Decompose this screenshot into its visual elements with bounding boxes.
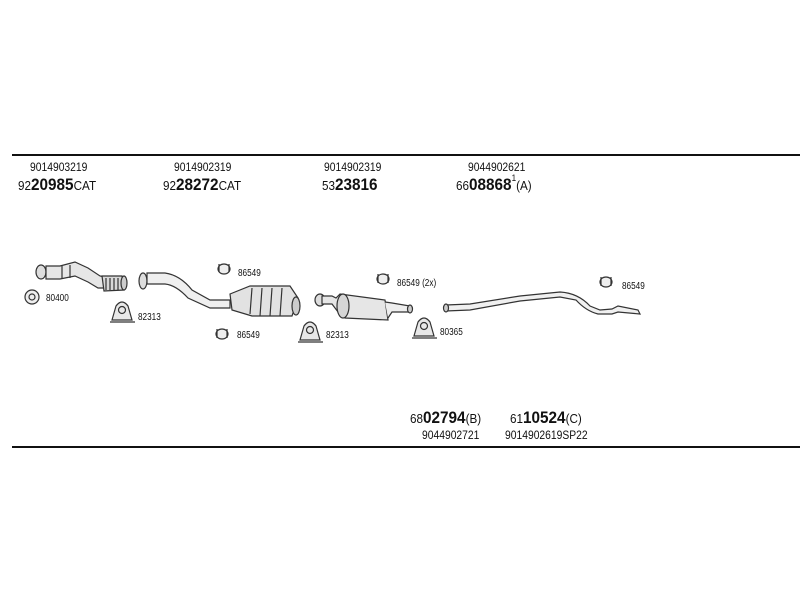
bottom-rule [12,446,800,448]
top-rule [12,154,800,156]
part-suffix: CAT [73,178,97,193]
oem-number-6: 9014902619SP22 [505,428,588,442]
part-prefix: 92 [163,178,177,193]
oem-number-3: 9014902319 [324,160,382,174]
part-superscript: 1 [511,173,517,183]
catalytic-converter-drawing[interactable] [138,272,301,317]
part-code: 23816 [335,175,378,194]
oem-number-2: 9014902319 [174,160,232,174]
label-80365: 80365 [440,327,463,338]
middle-silencer-drawing[interactable] [314,293,414,321]
part-number-3[interactable]: 5323816 [322,175,378,195]
part-code: 02794 [423,408,466,427]
oem-number-1: 9014903219 [30,160,88,174]
part-suffix: (B) [465,411,482,426]
label-86549-upper: 86549 [238,268,261,279]
rear-pipe-drawing[interactable] [442,291,642,315]
part-prefix: 61 [510,411,524,426]
u-clamp-82313-b-drawing[interactable] [298,321,323,343]
part-prefix: 53 [322,178,336,193]
part-suffix: (A) [516,178,532,193]
label-86549-rear: 86549 [622,281,645,292]
ring-clamp-80400-drawing[interactable] [24,289,40,305]
label-86549-lower: 86549 [237,330,260,341]
rubber-mount-86549-c-drawing[interactable] [599,276,613,288]
front-pipe-drawing[interactable] [35,261,128,292]
part-number-4[interactable]: 66088681(A) [456,173,532,195]
u-clamp-82313-drawing[interactable] [110,301,135,323]
part-code: 20985 [31,175,74,194]
oem-number-5: 9044902721 [422,428,480,442]
rubber-mount-86549-a-drawing[interactable] [217,263,231,275]
part-number-2[interactable]: 9228272CAT [163,175,241,195]
part-number-5[interactable]: 6802794(B) [410,408,481,428]
part-prefix: 68 [410,411,424,426]
part-code: 10524 [523,408,566,427]
part-prefix: 92 [18,178,32,193]
part-code: 28272 [176,175,219,194]
part-suffix: (C) [565,411,582,426]
part-number-1[interactable]: 9220985CAT [18,175,96,195]
rubber-mount-86549-b-drawing[interactable] [215,328,229,340]
part-code: 08868 [469,175,512,194]
u-clamp-80365-drawing[interactable] [412,317,437,339]
label-82313-left: 82313 [138,312,161,323]
part-suffix: CAT [218,178,242,193]
part-prefix: 66 [456,178,470,193]
rubber-mount-86549-2x-drawing[interactable] [376,273,390,285]
label-80400: 80400 [46,293,69,304]
oem-number-4: 9044902621 [468,160,526,174]
label-86549-2x: 86549 (2x) [397,278,437,289]
part-number-6[interactable]: 6110524(C) [510,408,582,428]
label-82313-mid: 82313 [326,330,349,341]
